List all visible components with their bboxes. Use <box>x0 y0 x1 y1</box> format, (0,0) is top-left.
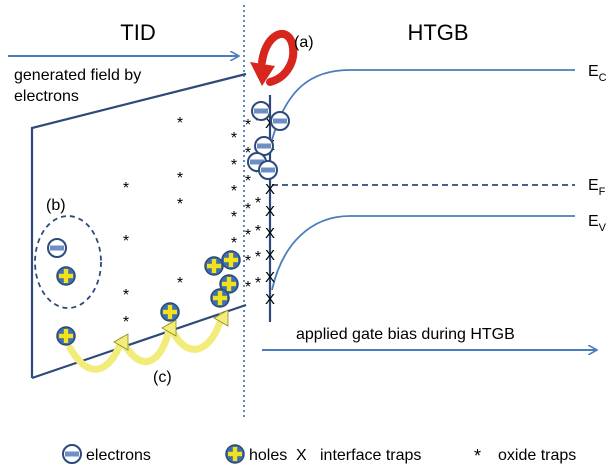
label-b: (b) <box>46 197 66 214</box>
oxide-trap-mark: * <box>231 130 237 147</box>
applied-bias-label: applied gate bias during HTGB <box>296 326 515 343</box>
oxide-trap-mark: * <box>255 249 261 266</box>
oxide-trap-mark: * <box>123 287 129 304</box>
oxide-trap-mark: * <box>177 115 183 132</box>
oxide-trap-mark: * <box>177 275 183 292</box>
electron-icon <box>270 111 290 131</box>
interface-trap-mark: X <box>265 181 275 198</box>
ev-label: EV <box>588 213 607 234</box>
electron-icon <box>258 160 278 180</box>
interface-trap-mark: X <box>265 269 275 286</box>
oxide-trap-mark: * <box>177 170 183 187</box>
oxide-trap-mark: * <box>231 183 237 200</box>
oxide-trap-mark: * <box>245 253 251 270</box>
oxide-trap-mark: * <box>255 223 261 240</box>
oxide-band-outline <box>30 72 247 380</box>
trap-marks: *****************************XXXXXXXXX <box>123 113 275 331</box>
electron-icon <box>47 238 67 258</box>
ec-label: EC <box>588 63 607 84</box>
oxide-trap-mark: * <box>245 117 251 134</box>
oxide-trap-mark: * <box>231 261 237 278</box>
interface-trap-mark: X <box>265 247 275 264</box>
legend-holes-label: holes <box>249 447 287 464</box>
red-curved-arrow <box>250 30 298 86</box>
hole-icon <box>160 302 180 322</box>
oxide-trap-mark: * <box>231 235 237 252</box>
legend-electrons-label: electrons <box>86 447 151 464</box>
htgb-heading: HTGB <box>407 20 468 45</box>
interface-trap-mark: X <box>265 115 275 132</box>
oxide-trap-mark: * <box>255 195 261 212</box>
tid-heading: TID <box>120 20 155 45</box>
oxide-trap-mark: * <box>255 113 261 130</box>
generated-field-label-line1: generated field by <box>14 67 141 84</box>
oxide-trap-mark: * <box>245 227 251 244</box>
oxide-trap-mark: * <box>255 275 261 292</box>
legend: electrons holes X interface traps * oxid… <box>62 444 576 466</box>
ec-subscript: C <box>599 72 607 84</box>
hole-icon <box>221 250 241 270</box>
legend-interface-symbol: X <box>296 447 307 464</box>
interface-trap-mark: X <box>265 291 275 308</box>
interface-trap-mark: X <box>265 225 275 242</box>
label-c: (c) <box>153 369 172 386</box>
legend-interface-label: interface traps <box>320 447 421 464</box>
hole-icon <box>56 266 76 286</box>
hopping-arrowheads <box>113 309 229 351</box>
oxide-trap-mark: * <box>245 145 251 162</box>
ef-label: EF <box>588 177 606 198</box>
pair-ellipse <box>34 215 102 309</box>
oxide-trap-mark: * <box>231 209 237 226</box>
legend-oxide-label: oxide traps <box>498 447 576 464</box>
label-a: (a) <box>294 34 314 51</box>
oxide-trap-mark: * <box>123 314 129 331</box>
oxide-trap-mark: * <box>231 157 237 174</box>
oxide-trap-mark: * <box>245 279 251 296</box>
generated-field-label-line2: electrons <box>14 88 79 105</box>
carriers <box>47 101 290 346</box>
legend-oxide-symbol: * <box>474 446 481 466</box>
oxide-trap-mark: * <box>255 165 261 182</box>
ev-subscript: V <box>599 222 607 234</box>
oxide-trap-mark: * <box>245 201 251 218</box>
oxide-trap-mark: * <box>245 173 251 190</box>
interface-trap-mark: X <box>265 203 275 220</box>
hopping-arrows <box>66 312 226 373</box>
legend-hole-icon <box>225 444 245 464</box>
conduction-band-curve <box>271 69 575 141</box>
hole-icon <box>225 444 245 464</box>
oxide-trap-mark: * <box>177 196 183 213</box>
hole-icon <box>204 256 224 276</box>
electron-icon <box>62 444 82 464</box>
oxide-trap-mark: * <box>123 180 129 197</box>
oxide-trap-mark: * <box>123 233 129 250</box>
hole-icon <box>219 274 239 294</box>
ef-subscript: F <box>599 186 606 198</box>
hole-icon <box>210 288 230 308</box>
valence-band-curve <box>271 215 575 291</box>
hole-icon <box>56 326 76 346</box>
electron-icon <box>251 101 271 121</box>
legend-electron-icon <box>62 444 82 464</box>
